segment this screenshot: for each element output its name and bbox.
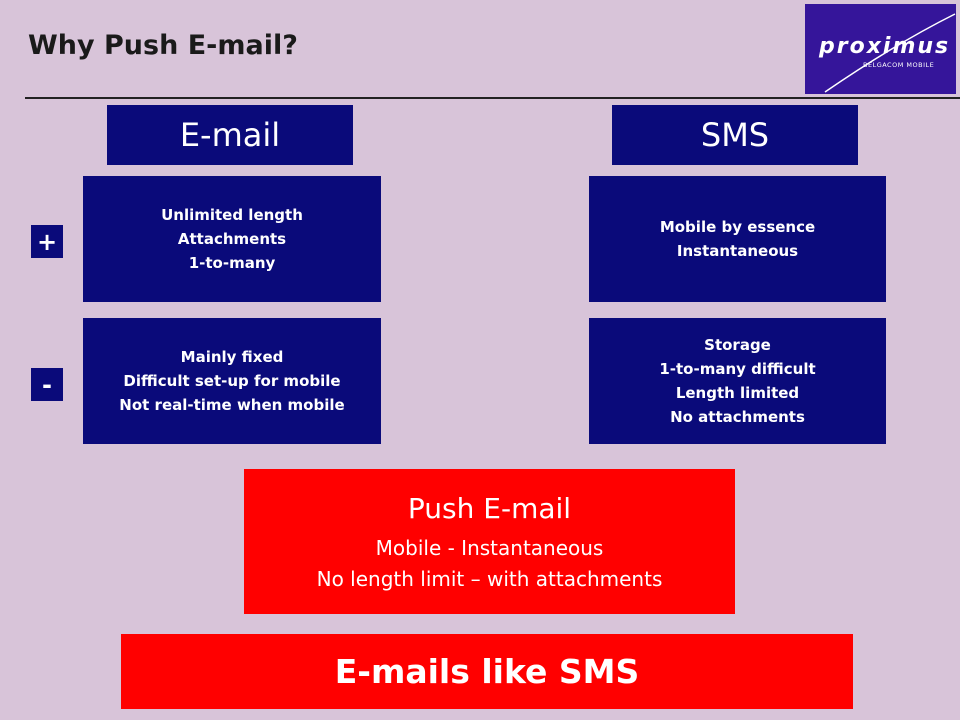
email-con-item: Not real-time when mobile	[119, 396, 345, 414]
push-email-box: Push E-mail Mobile - Instantaneous No le…	[244, 469, 735, 614]
sms-column-header: SMS	[612, 105, 858, 165]
sms-con-item: 1-to-many difficult	[659, 360, 816, 378]
minus-sign: -	[31, 368, 63, 401]
sms-con-item: Length limited	[675, 384, 800, 402]
sms-pros-box: Mobile by essence Instantaneous	[589, 176, 886, 302]
sms-pro-item: Instantaneous	[676, 242, 799, 260]
proximus-logo: proximus BELGACOM MOBILE	[805, 4, 956, 94]
slide-title: Why Push E-mail?	[28, 30, 298, 61]
push-email-line: No length limit – with attachments	[316, 566, 663, 591]
email-con-item: Difficult set-up for mobile	[123, 372, 341, 390]
email-column-header: E-mail	[107, 105, 353, 165]
title-divider	[25, 97, 960, 99]
sms-pro-item: Mobile by essence	[659, 218, 816, 236]
sms-con-item: Storage	[704, 336, 771, 354]
logo-wordmark: proximus	[819, 34, 951, 59]
plus-sign: +	[31, 225, 63, 258]
email-pro-item: Attachments	[177, 230, 287, 248]
sms-cons-box: Storage 1-to-many difficult Length limit…	[589, 318, 886, 444]
conclusion-banner: E-mails like SMS	[121, 634, 853, 709]
logo-subtitle: BELGACOM MOBILE	[863, 61, 935, 69]
push-email-title: Push E-mail	[407, 491, 572, 525]
email-con-item: Mainly fixed	[180, 348, 284, 366]
push-email-line: Mobile - Instantaneous	[375, 535, 604, 560]
email-cons-box: Mainly fixed Difficult set-up for mobile…	[83, 318, 381, 444]
email-pro-item: Unlimited length	[161, 206, 303, 224]
email-pro-item: 1-to-many	[188, 254, 276, 272]
logo-swoosh-icon	[824, 13, 956, 93]
email-pros-box: Unlimited length Attachments 1-to-many	[83, 176, 381, 302]
sms-con-item: No attachments	[670, 408, 805, 426]
